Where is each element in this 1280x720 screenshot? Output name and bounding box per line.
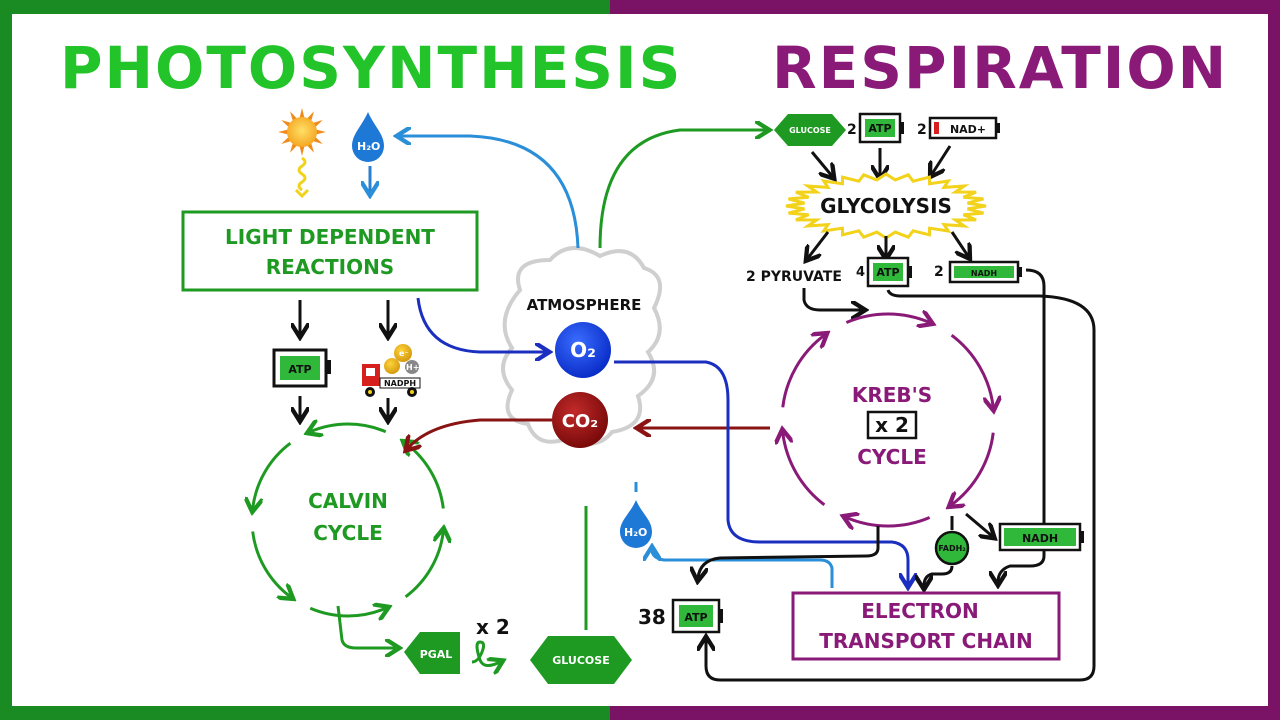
o2-label: O₂ [570,338,596,362]
nad-count: 2 [917,122,927,138]
arrow-co2-to-calvin [408,418,552,448]
cycle-arrow [846,517,931,526]
arrow-nad-to-glycolysis [932,145,952,174]
nad-battery: NAD+ [928,116,1000,140]
krebs-line1: KREB'S [852,383,932,407]
co2-molecule: CO₂ [552,392,608,448]
cycle-arrow [309,608,385,616]
calvin-line2: CYCLE [313,521,383,545]
cycle-arrow [783,433,826,506]
krebs-multiplier-box [866,410,918,440]
electron-transport-chain-box [791,591,1061,661]
glycolysis-label: GLYCOLYSIS [820,194,952,218]
photosynthesis-title: PHOTOSYNTHESIS [60,34,682,102]
o2-molecule: O₂ [555,322,611,378]
light-reactions-line1: LIGHT DEPENDENT [225,225,435,249]
atmosphere-label: ATMOSPHERE [527,296,642,314]
nadh-battery-krebs: NADH [998,522,1084,552]
arrow-krebs-to-total-atp [698,547,880,578]
arrow-calvin-to-pgal [336,605,396,648]
cycle-arrow [781,335,825,408]
etc-line1: ELECTRON [861,599,979,623]
glucose-hexagon-right: GLUCOSE [774,114,846,146]
nadh-glycolysis-label: NADH [971,269,997,278]
arrow-glycolysis-to-pyruvate [808,231,830,258]
water-drop-icon: H₂O [352,112,384,192]
atp-battery-output: ATP [866,256,912,288]
pgal-shape: PGAL [404,632,460,674]
respiration-title: RESPIRATION [772,34,1228,102]
line-atp-to-total [886,289,1040,298]
nadh-count: 2 [934,264,944,280]
nadh-battery-glycolysis: NADH [948,260,1022,284]
cycle-arrow [845,314,929,323]
calvin-line1: CALVIN [308,489,388,513]
water-lower-label: H₂O [624,526,647,539]
atp-label: ATP [288,363,311,376]
krebs-line3: CYCLE [857,445,927,469]
arrow-o2-to-etc [614,360,908,584]
pyruvate-label: 2 PYRUVATE [746,269,842,285]
water-drop-lower-icon: H₂O [620,482,652,548]
pgal-label: PGAL [420,648,453,661]
total-atp-battery: ATP [671,598,723,634]
proton-label: H+ [406,363,419,372]
glucose-label-right: GLUCOSE [789,126,831,135]
atp-battery-input: ATP [858,112,904,144]
water-label: H₂O [357,140,380,153]
total-atp-count: 38 [638,605,666,629]
arrow-krebs-to-nadh [965,512,992,536]
atp-out-count: 4 [856,265,865,280]
glucose-label-left: GLUCOSE [552,654,609,667]
arrow-fadh2-to-etc [924,565,954,586]
arrow-pgal-to-glucose [471,640,500,666]
arrow-pyruvate-to-krebs [802,288,862,310]
arrow-glycolysis-to-nadh [950,231,968,256]
arrow-ldr-to-o2 [416,297,546,352]
cycle-arrow [310,424,387,432]
etc-line2: TRANSPORT CHAIN [819,629,1033,653]
atp-output-label: ATP [876,266,899,279]
cycle-arrow [251,531,291,596]
sun-ray [299,108,305,119]
cycle-arrow [404,531,444,598]
arrow-atmosphere-to-water [400,136,580,249]
sun-ray [315,129,326,135]
krebs-cycle [783,314,993,526]
line-total-atp-loop [706,294,1096,682]
nadph-truck-icon: NADPH e⁻ H+ [362,344,421,397]
total-atp-label: ATP [684,611,707,624]
cycle-arrow [952,432,995,505]
atp-in-count: 2 [847,122,857,138]
arrow-atmosphere-to-glucose-right [598,130,766,249]
nadh-krebs-label: NADH [1022,532,1058,545]
nadph-label: NADPH [384,379,416,388]
cycle-arrow [950,334,994,407]
fadh2-circle: FADH₂ [934,530,970,566]
sun-ray [299,145,305,156]
cycle-arrow [253,442,292,508]
fadh2-label: FADH₂ [938,544,966,553]
arrow-glucose-to-glycolysis [810,151,832,176]
electron-label: e⁻ [399,349,409,358]
line-nadh-to-etc [998,268,1046,582]
calvin-cycle [253,424,444,616]
co2-label: CO₂ [562,411,598,432]
glycolysis-burst [785,172,987,240]
sun-ray [278,129,289,135]
atp-input-label: ATP [868,122,891,135]
atp-battery-icon: ATP [272,348,331,388]
glucose-hexagon-left: GLUCOSE [530,636,632,684]
pgal-multiplier: x 2 [476,615,510,639]
sun-icon [278,108,326,199]
nad-label: NAD+ [950,123,986,136]
light-reactions-line2: REACTIONS [266,255,394,279]
light-dependent-reactions-box [181,210,479,292]
krebs-multiplier: x 2 [875,413,909,437]
arrow-etc-to-water [652,550,834,588]
